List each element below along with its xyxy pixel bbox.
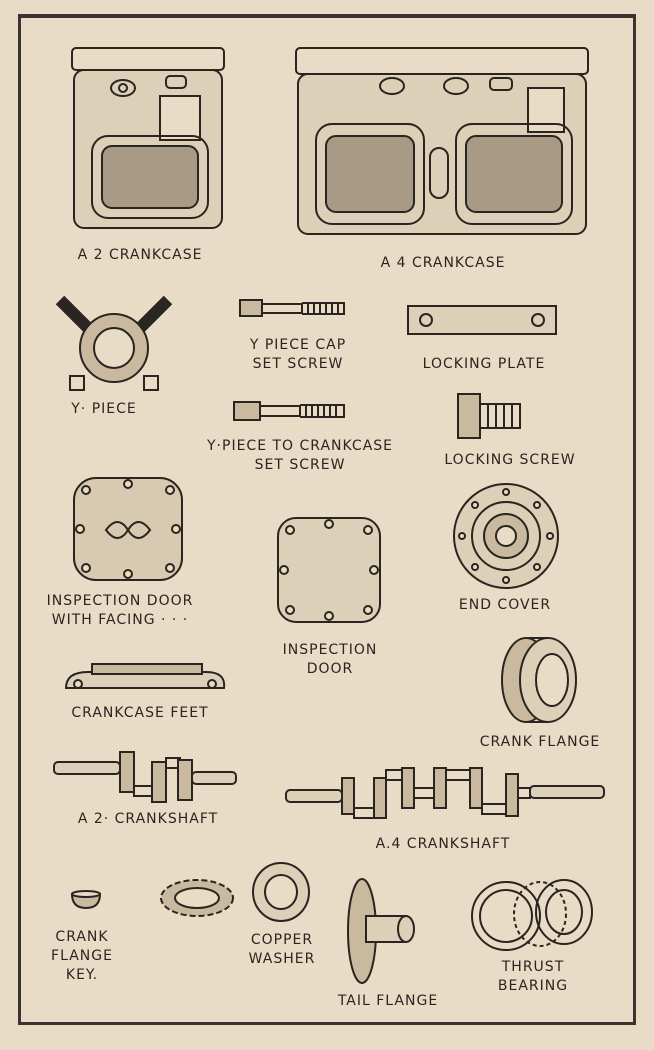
- label-line: SET SCREW: [254, 457, 346, 473]
- locking-plate-label: LOCKING PLATE: [422, 356, 546, 372]
- a4-crankshaft-label: A.4 CRANKSHAFT: [375, 836, 511, 852]
- label-line: FLANGE: [51, 948, 113, 964]
- label-line: BEARING: [497, 978, 569, 994]
- thrust-bearing-label: THRUST BEARING: [498, 958, 568, 996]
- crank-flange-key-illustration: [70, 888, 102, 910]
- label-line: DOOR: [306, 661, 354, 677]
- a2-crankcase-illustration: [68, 44, 228, 234]
- label-line: INSPECTION: [282, 642, 378, 658]
- y-piece-illustration: [50, 290, 178, 394]
- a2-crankcase-label: A 2 CRANKCASE: [77, 247, 203, 263]
- copper-washer-label: COPPER WASHER: [249, 931, 316, 969]
- locking-screw-label: LOCKING SCREW: [444, 452, 576, 468]
- end-cover-label: END COVER: [458, 597, 552, 613]
- label-line: WITH FACING · · ·: [51, 612, 189, 628]
- label-line: THRUST: [501, 959, 565, 975]
- y-piece-to-crankcase-set-screw-illustration: [232, 398, 348, 424]
- toothed-ring-illustration: [158, 876, 236, 920]
- y-piece-to-crankcase-set-screw-label: Y·PIECE TO CRANKCASE SET SCREW: [207, 437, 393, 475]
- y-piece-cap-set-screw-illustration: [238, 296, 348, 320]
- thrust-bearing-illustration: [466, 876, 598, 954]
- label-line: Y·PIECE TO CRANKCASE: [207, 438, 393, 454]
- a4-crankshaft-illustration: [284, 764, 606, 826]
- a4-crankcase-illustration: [292, 44, 592, 240]
- a2-crankshaft-label: A 2· CRANKSHAFT: [77, 811, 219, 827]
- crankcase-feet-illustration: [62, 660, 228, 698]
- a2-crankshaft-illustration: [52, 748, 238, 806]
- label-line: SET SCREW: [252, 356, 344, 372]
- crank-flange-key-label: CRANK FLANGE KEY.: [51, 928, 113, 985]
- locking-plate-illustration: [406, 304, 558, 336]
- crank-flange-illustration: [496, 632, 582, 724]
- label-line: CRANK: [55, 929, 109, 945]
- page-border: [18, 14, 636, 1025]
- label-line: INSPECTION DOOR: [46, 593, 194, 609]
- inspection-door-with-facing-illustration: [70, 474, 186, 584]
- crankcase-feet-label: CRANKCASE FEET: [71, 705, 209, 721]
- crank-flange-label: CRANK FLANGE: [479, 734, 601, 750]
- tail-flange-illustration: [344, 876, 418, 986]
- copper-washer-illustration: [250, 860, 312, 924]
- label-line: COPPER: [250, 932, 314, 948]
- y-piece-label: Y· PIECE: [71, 401, 137, 417]
- inspection-door-illustration: [274, 514, 384, 626]
- tail-flange-label: TAIL FLANGE: [337, 993, 439, 1009]
- y-piece-cap-set-screw-label: Y PIECE CAP SET SCREW: [250, 336, 346, 374]
- label-line: Y PIECE CAP: [249, 337, 347, 353]
- inspection-door-with-facing-label: INSPECTION DOOR WITH FACING · · ·: [47, 592, 194, 630]
- a4-crankcase-label: A 4 CRANKCASE: [380, 255, 506, 271]
- label-line: KEY.: [65, 967, 99, 983]
- locking-screw-illustration: [454, 392, 526, 442]
- label-line: WASHER: [248, 951, 316, 967]
- inspection-door-label: INSPECTION DOOR: [283, 641, 378, 679]
- end-cover-illustration: [450, 480, 562, 592]
